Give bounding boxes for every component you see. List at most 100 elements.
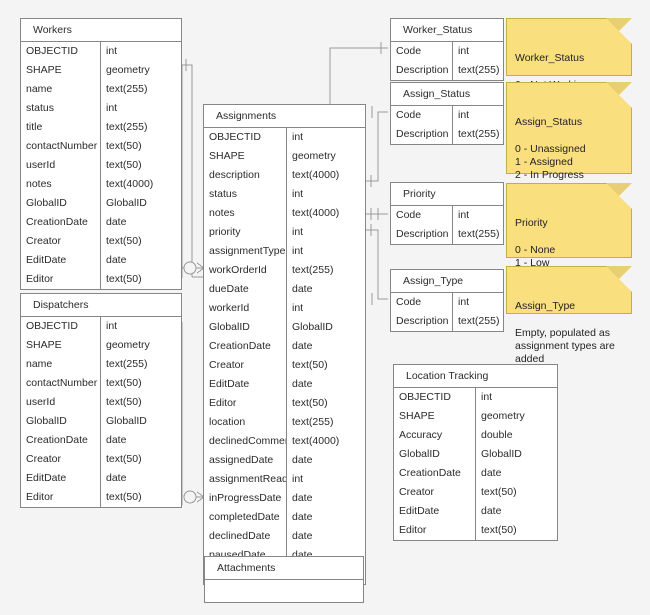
- field-type: date: [292, 549, 313, 561]
- field-type: int: [106, 45, 118, 57]
- entity-assignments-title: Assignments: [204, 105, 365, 128]
- field-type: date: [481, 505, 502, 517]
- optional-marker-dispatchers: [183, 490, 197, 504]
- field-type: int: [458, 45, 470, 57]
- entity-assign-status-title: Assign_Status: [391, 83, 503, 106]
- field-type: date: [106, 254, 127, 266]
- field-name: name: [21, 80, 101, 99]
- wire-assignments-type: [366, 229, 388, 300]
- field-name: Code: [391, 106, 453, 125]
- field-type: text(255): [292, 416, 334, 428]
- table-row: location text(255): [204, 413, 365, 432]
- table-row: notes text(4000): [21, 175, 181, 194]
- field-type: geometry: [292, 150, 336, 162]
- note-priority: Priority 0 - None 1 - Low 2 - Medium 3 -…: [506, 183, 632, 309]
- field-name: notes: [21, 175, 101, 194]
- field-name: Code: [391, 42, 453, 61]
- field-name: SHAPE: [21, 61, 101, 80]
- field-name: priority: [204, 223, 287, 242]
- field-name: SHAPE: [204, 147, 287, 166]
- field-name: EditDate: [21, 469, 101, 488]
- entity-attachments-title: Attachments: [205, 557, 363, 580]
- table-row: priority int: [204, 223, 365, 242]
- entity-assign-type-title: Assign_Type: [391, 270, 503, 293]
- field-name: Code: [391, 293, 453, 312]
- field-name: userId: [21, 156, 101, 175]
- field-name: EditDate: [21, 251, 101, 270]
- entity-worker-status-title: Worker_Status: [391, 19, 503, 42]
- field-type: date: [106, 434, 127, 446]
- field-name: contactNumber: [21, 374, 101, 393]
- field-name: GlobalID: [204, 318, 287, 337]
- field-type: text(50): [106, 140, 142, 152]
- field-type: text(4000): [106, 178, 154, 190]
- field-name: GlobalID: [21, 412, 101, 431]
- field-type: int: [292, 188, 304, 200]
- field-type: int: [292, 226, 304, 238]
- entity-attachments[interactable]: Attachments: [204, 556, 364, 603]
- entity-priority-title: Priority: [391, 183, 503, 206]
- note-fold-icon: [606, 82, 632, 108]
- field-type: text(50): [106, 491, 142, 503]
- note-title: Priority: [515, 216, 548, 229]
- field-name: OBJECTID: [394, 388, 476, 407]
- field-type: text(50): [292, 359, 328, 371]
- field-name: userId: [21, 393, 101, 412]
- note-body: Empty, populated as assignment types are…: [515, 326, 615, 366]
- field-name: declinedComment: [204, 432, 287, 451]
- field-name: notes: [204, 204, 287, 223]
- field-name: location: [204, 413, 287, 432]
- wire-workers-status-vert: [182, 64, 193, 277]
- field-name: Description: [391, 61, 453, 80]
- field-type: text(255): [106, 358, 148, 370]
- field-type: int: [458, 109, 470, 121]
- field-type: date: [106, 216, 127, 228]
- field-type: text(50): [481, 486, 517, 498]
- field-name: status: [21, 99, 101, 118]
- field-name: contactNumber: [21, 137, 101, 156]
- table-row: SHAPE geometry: [21, 61, 181, 80]
- field-name: GlobalID: [394, 445, 476, 464]
- note-fold-icon: [606, 266, 632, 292]
- field-name: Accuracy: [394, 426, 476, 445]
- field-name: Editor: [394, 521, 476, 540]
- field-type: date: [292, 492, 313, 504]
- optional-marker-workers: [183, 261, 197, 275]
- entity-attachments-fields: [205, 580, 363, 602]
- field-type: text(255): [458, 228, 500, 240]
- field-name: Description: [391, 312, 453, 331]
- field-type: date: [292, 454, 313, 466]
- field-type: text(255): [458, 315, 500, 327]
- field-type: int: [292, 131, 304, 143]
- field-type: GlobalID: [106, 197, 147, 209]
- note-fold-icon: [606, 18, 632, 44]
- field-type: geometry: [106, 64, 150, 76]
- field-type: GlobalID: [106, 415, 147, 427]
- field-type: date: [292, 340, 313, 352]
